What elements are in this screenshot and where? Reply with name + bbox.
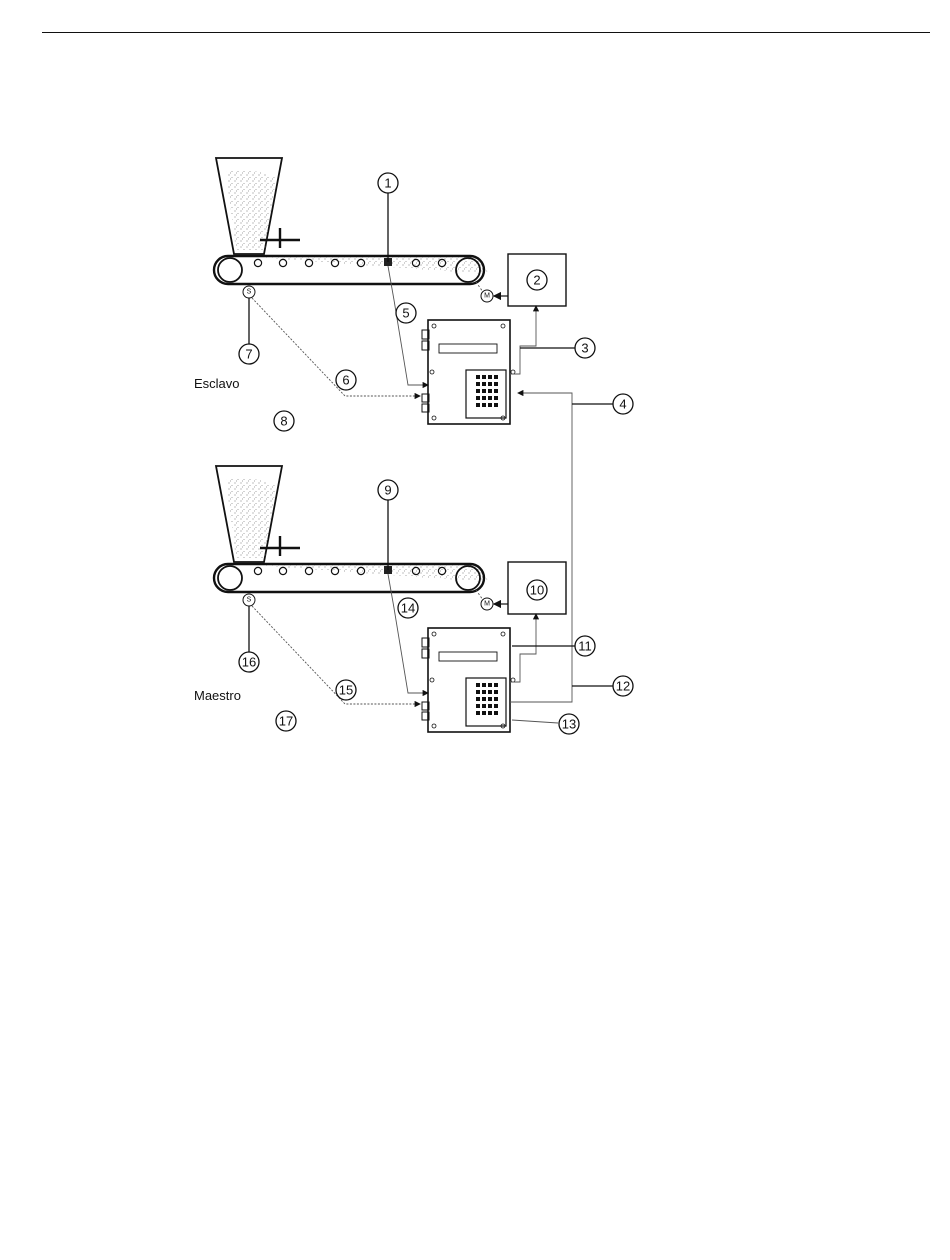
svg-text:16: 16	[242, 655, 256, 670]
motor-master-marker: M	[484, 601, 490, 608]
speed-sensor-slave-marker: S	[247, 289, 252, 296]
svg-text:9: 9	[384, 483, 391, 498]
master-feeder-assembly	[214, 466, 566, 732]
callout-17: 17	[276, 711, 296, 731]
svg-text:10: 10	[530, 583, 544, 598]
svg-text:5: 5	[402, 306, 409, 321]
callout-7: 7	[239, 344, 259, 364]
svg-text:15: 15	[339, 683, 353, 698]
callout-1: 1	[378, 173, 398, 193]
callout-9: 9	[378, 480, 398, 500]
callout-3: 3	[575, 338, 595, 358]
slave-label: Esclavo	[194, 376, 240, 391]
svg-text:12: 12	[616, 679, 630, 694]
svg-text:6: 6	[342, 373, 349, 388]
callout-15: 15	[336, 680, 356, 700]
callout-5: 5	[396, 303, 416, 323]
callout-6: 6	[336, 370, 356, 390]
callout-12: 12	[613, 676, 633, 696]
svg-text:1: 1	[384, 176, 391, 191]
svg-text:2: 2	[533, 273, 540, 288]
controller-link-line	[510, 393, 572, 702]
svg-text:7: 7	[245, 347, 252, 362]
slave-feeder-assembly	[214, 158, 566, 424]
svg-text:4: 4	[619, 397, 626, 412]
svg-text:17: 17	[279, 714, 293, 729]
svg-text:11: 11	[578, 639, 592, 654]
callout-13: 13	[559, 714, 579, 734]
controller-extra-line	[512, 720, 558, 723]
motor-slave-marker: M	[484, 293, 490, 300]
callout-8: 8	[274, 411, 294, 431]
callout-2: 2	[527, 270, 547, 290]
svg-text:8: 8	[280, 414, 287, 429]
master-label: Maestro	[194, 688, 241, 703]
callout-4: 4	[613, 394, 633, 414]
svg-text:14: 14	[401, 601, 415, 616]
callout-16: 16	[239, 652, 259, 672]
svg-text:13: 13	[562, 717, 576, 732]
svg-text:3: 3	[581, 341, 588, 356]
callout-14: 14	[398, 598, 418, 618]
callout-10: 10	[527, 580, 547, 600]
callout-11: 11	[575, 636, 595, 656]
speed-sensor-master-marker: S	[247, 597, 252, 604]
